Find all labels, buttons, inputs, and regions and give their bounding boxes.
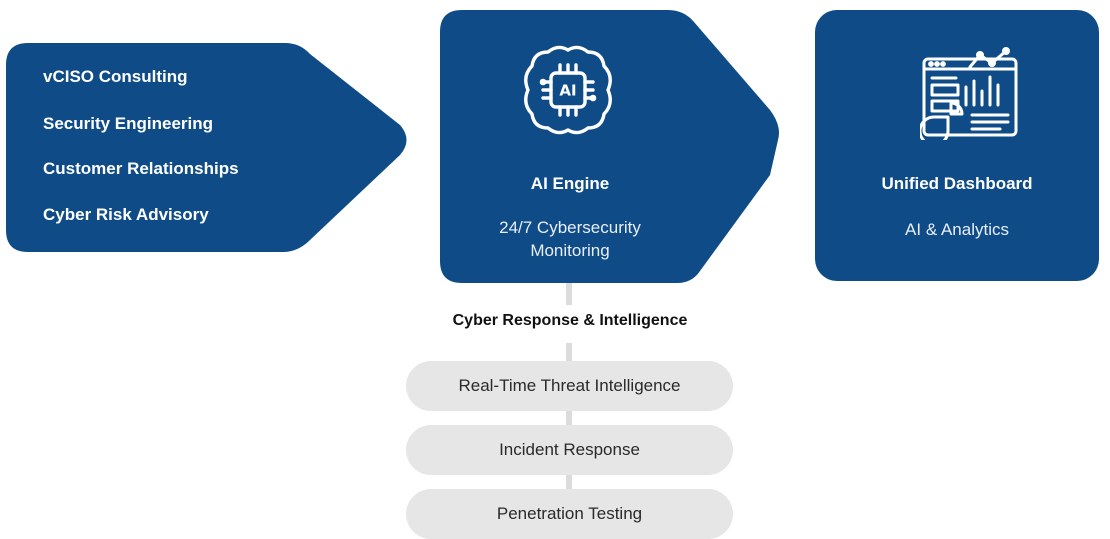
connector-top bbox=[566, 283, 572, 305]
response-section-label: Cyber Response & Intelligence bbox=[452, 312, 688, 329]
service-item-customer-relationships: Customer Relationships bbox=[43, 159, 239, 178]
dashboard-card bbox=[815, 10, 1099, 281]
connector-mid bbox=[566, 343, 572, 363]
dashboard-analytics-icon bbox=[920, 45, 1020, 140]
connector-pill-1 bbox=[566, 410, 572, 426]
engine-subtitle-line1: 24/7 Cybersecurity bbox=[499, 218, 641, 237]
engine-title: AI Engine bbox=[530, 174, 610, 193]
engine-subtitle: 24/7 Cybersecurity Monitoring bbox=[460, 216, 680, 262]
service-item-security-engineering: Security Engineering bbox=[43, 114, 214, 133]
response-item-incident-response: Incident Response bbox=[406, 425, 733, 475]
response-item-penetration-testing: Penetration Testing bbox=[406, 489, 733, 539]
service-item-vciso: vCISO Consulting bbox=[43, 67, 188, 86]
ai-chip-icon: AI bbox=[518, 40, 618, 140]
services-chevron bbox=[6, 43, 407, 252]
dashboard-subtitle: AI & Analytics bbox=[905, 220, 1009, 239]
dashboard-title: Unified Dashboard bbox=[881, 174, 1033, 193]
service-item-cyber-risk-advisory: Cyber Risk Advisory bbox=[43, 205, 209, 224]
response-item-threat-intelligence: Real-Time Threat Intelligence bbox=[406, 361, 733, 411]
connector-pill-2 bbox=[566, 474, 572, 490]
chip-label: AI bbox=[559, 82, 576, 100]
engine-subtitle-line2: Monitoring bbox=[530, 241, 610, 260]
